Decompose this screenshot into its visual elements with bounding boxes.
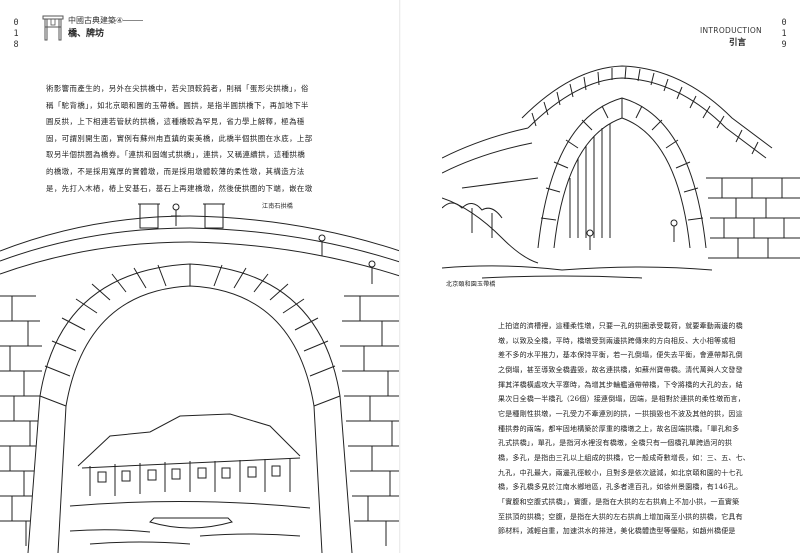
stone-arch-bridge-illustration [0, 196, 400, 553]
body-line: 孔式拱橋」，單孔，是指河水裡沒有橋墩，全橋只有一個橋孔單跨過河的拱 [498, 439, 733, 448]
section-title-en: INTRODUCTION [700, 26, 762, 35]
illustration-caption: 江南石拱橋 [262, 203, 294, 210]
left-page-number: 0 1 8 [13, 18, 19, 50]
series-title: 中國古典建築④ [68, 16, 124, 25]
chapter-title: 橋、牌坊 [68, 29, 105, 39]
section-title-zh: 引言 [729, 38, 747, 48]
body-line: 稱「駝背橋」，如北京頤和園的玉帶橋。圓拱，是指半圓拱橋下，再加地下半 [46, 100, 309, 110]
gate-logo-icon [42, 15, 64, 41]
right-body-text: 上拍谊的濟槽裡，這種柔性墩，只要一孔的拱圈承受載荷，就要牽動兩邊的橋 墩，以致及… [498, 319, 784, 539]
body-line: 差不多的水平推力，基本保持平衡，若一孔倒塌，便失去平衡，會連帶鄰孔倒 [498, 351, 743, 360]
body-line: 固，可謂別開生面，實例有蘇州甪直鎮的東美橋，此橋半個拱圈在水底，上部 [46, 133, 313, 143]
body-line: 節材料，減輕自重，加速洪水的排泄，美化橋體造型等優點，如趙州橋便是 [498, 527, 736, 536]
body-line: 橋，多孔橋多見於江南水鄉地區，孔多者達百孔，如徐州景園橋，有146孔。 [498, 483, 743, 492]
body-line: 橋，多孔，是指由三孔以上組成的拱橋，它一般成奇數增長，如：三、五、七、 [498, 453, 750, 462]
right-page: INTRODUCTION 引言 0 1 9 [400, 0, 800, 553]
body-line: 上拍谊的濟槽裡，這種柔性墩，只要一孔的拱圈承受載荷，就要牽動兩邊的橋 [498, 322, 743, 330]
book-gutter [399, 0, 401, 553]
body-line: 「實腹和空腹式拱橋」，實腹，是指在大拱的左右拱肩上不加小拱，一直實築 [498, 497, 740, 506]
body-line: 術影響而產生的，另外在尖拱橋中，若尖頂較鈍者，則稱「蛋形尖拱橋」，俗 [46, 84, 309, 93]
body-line: 果次日全橋一半橋孔（26個）接連倒塌，因端，是相對於連拱的柔性墩而言， [498, 395, 745, 404]
body-line: 種拱券的兩端，都牢固地構築於厚重的橋墩之上，故名固端拱橋。「單孔和多 [498, 424, 740, 433]
body-line: 的橋墩，不是採用寬厚的實體墩，而是採用墩體較薄的柔性墩，其構造方法 [46, 166, 305, 176]
body-line: 是，先打入木樁，樁上安基石，基石上再建橋墩，然後使拱圈的下端，嵌在墩 [46, 183, 313, 193]
left-page: 0 1 8 中國古典建築④ 橋、牌坊 術影響而產生的，另外在尖拱橋中，若尖頂較鈍… [0, 15, 400, 553]
body-line: 揮其洋橋橫處攻大平寨時，為增其步輪艦通帶帶橋，下令將橋的大孔的去，結 [498, 380, 743, 389]
jade-belt-bridge-illustration [442, 58, 800, 280]
body-line: 墩，以致及全橋，平時，橋墩受到兩邊拱跨傳來的方向相反、大小相等或相 [498, 336, 736, 345]
body-line: 它是種剛性拱墩，一孔受力不牽連別的拱，一拱損毀也不波及其他的拱，因這 [498, 409, 743, 418]
body-line: 圓反拱，上下相連若管狀的拱橋，這種橋較為罕見，省力學上解釋，極為穩 [46, 117, 305, 127]
header-rule [123, 20, 143, 21]
left-body-text: 術影響而產生的，另外在尖拱橋中，若尖頂較鈍者，則稱「蛋形尖拱橋」，俗 稱「駝背橋… [46, 81, 376, 197]
right-page-number: 0 1 9 [781, 18, 787, 50]
body-line: 之倒塌，甚至導致全橋盡毀，故名連拱橋，如蘇州寶帶橋。清代萬與人文發發 [498, 365, 743, 374]
illustration-caption: 北京頤和園玉帶橋 [446, 281, 496, 288]
body-line: 至拱頂的拱橋；空腹，是指在大拱的左右拱肩上增加兩至小拱的拱橋，它具有 [498, 512, 743, 521]
body-line: 取另半個拱圈為橋券。「連拱和固端式拱橋」，連拱，又稱連續拱，這種拱橋 [46, 150, 306, 160]
body-line: 九孔，中孔最大，兩邊孔徑較小，且對多是依次遞減，如北京頤和園的十七孔 [498, 468, 743, 477]
